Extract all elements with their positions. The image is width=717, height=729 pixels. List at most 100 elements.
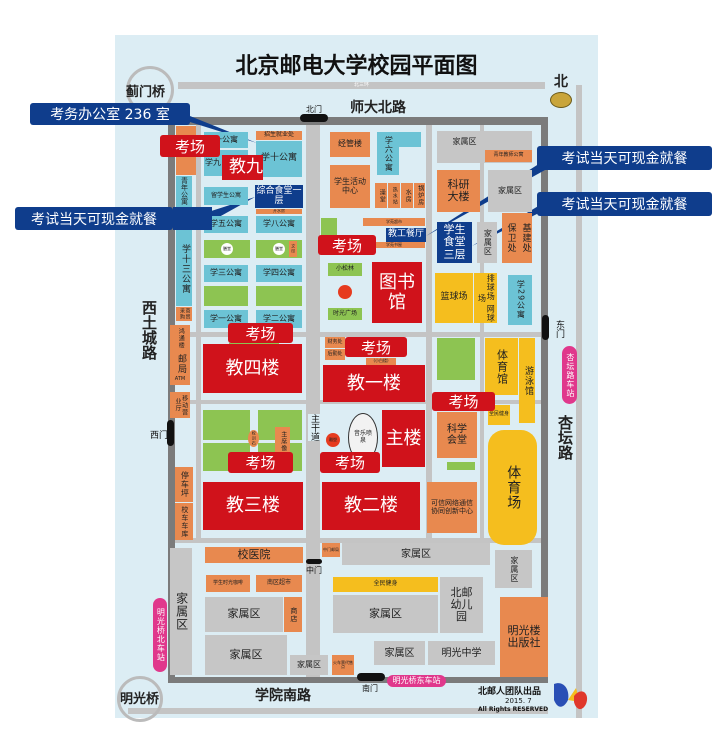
chairman-statue[interactable]: 主席像 [275,427,290,455]
building-innovation[interactable]: 可信网络通信协同创新中心 [427,482,477,533]
residential-area[interactable]: 家属区 [205,635,287,675]
building-caiwu[interactable]: 财务处 [325,337,345,348]
building-xueyuan-books[interactable]: 学苑书屋 [363,242,425,248]
building-xue3[interactable]: 学三公寓 [204,265,248,282]
inner-road [175,332,541,337]
volleyball-court[interactable]: 排球场 网球场 [474,273,497,323]
building-cafe[interactable]: 学生时光咖啡 [206,575,250,592]
building-liuxuesheng[interactable]: 留学生公寓 [204,187,248,205]
building-jiao1[interactable]: 教一楼 [323,365,425,402]
road-east: 杏坛路 [556,415,574,460]
building-jiao4[interactable]: 教四楼 [203,344,302,393]
building-library[interactable]: 图书馆 [372,262,422,323]
building-jiao2[interactable]: 教二楼 [322,482,420,530]
building-xue8[interactable]: 学八公寓 [256,216,302,233]
building-gym[interactable]: 体育馆 [485,338,518,395]
building-qingnian[interactable]: 青年公寓 [176,176,192,206]
building-shangmao[interactable]: 商贸采购 [176,307,192,321]
residential-area[interactable]: 家属区 [205,597,283,632]
mingguang-school[interactable]: 明光中学 [428,641,495,665]
building-zonghe-canteen[interactable]: 综合食堂一层 [255,185,303,208]
building-qingnian-jiaoshi[interactable]: 青年教师公寓 [485,150,532,162]
residential-area[interactable]: 家属区 [342,543,490,565]
callout-cash-dining-right-2: 考试当天可现金就餐 [537,192,712,216]
basketball-court[interactable]: 篮球场 [435,273,473,323]
building-jijian[interactable]: 基建处 [517,213,532,263]
south-gate[interactable] [357,673,385,681]
building-hongtong[interactable]: 鸿通楼 [170,325,190,352]
building-xiaobai[interactable]: (小白楼) [366,358,396,365]
residential-area[interactable]: 家属区 [488,170,532,212]
green-area [204,286,248,306]
building-south-market[interactable]: 南区超市 [256,575,302,592]
residential-area[interactable]: 家属区 [170,548,192,675]
stadium[interactable]: 体育场 [488,430,537,545]
callout-cash-dining-right-1: 考试当天可现金就餐 [537,146,712,170]
building-keyan[interactable]: 科研大楼 [437,170,480,212]
building-post[interactable]: 邮局 [170,352,190,375]
east-gate[interactable] [542,315,549,340]
building-guolu[interactable]: 锅炉房 [414,183,425,208]
residential-area[interactable]: 家属区 [495,550,532,588]
building-houqin[interactable]: 后勤处 [325,349,345,360]
building-shop[interactable]: 商店 [284,597,302,632]
building-reshui[interactable]: 热水站 [388,183,400,208]
building-shuifang[interactable]: 水房 [401,183,413,208]
building-wenyin[interactable]: 文印 [289,241,297,257]
building-pool[interactable]: 游泳馆 [519,338,535,423]
building-jiao9[interactable]: 教九 [222,155,263,180]
sculpture[interactable]: 雕塑 [326,433,340,447]
building-jiao3[interactable]: 教三楼 [203,482,303,530]
building-xueyuan-store[interactable]: 学苑超市 [363,218,425,226]
callout-cash-dining-left: 考试当天可现金就餐 [15,207,173,230]
building-atm[interactable]: ATM [170,375,190,385]
bus-stop-mingguang-north[interactable]: 明光桥北车站 [153,598,167,672]
building-xue10[interactable]: 学十公寓 [256,141,302,177]
residential-area[interactable]: 家属区 [477,222,497,263]
building-xue4[interactable]: 学四公寓 [256,265,302,282]
building-kaishuifang[interactable]: 开水房 [256,209,302,214]
building-parking[interactable]: 停车坪 [175,467,193,502]
shantang-1[interactable]: 膳堂 [221,243,233,255]
shiguang-square[interactable]: 时光广场 [328,308,362,320]
shantang-2[interactable]: 膳堂 [273,243,285,255]
building-student-canteen[interactable]: 学生食堂三层 [437,222,472,263]
building-jiaogong-canteen[interactable]: 教工餐厅 [386,228,426,242]
south-gate-label: 南门 [362,684,378,693]
building-xue13[interactable]: 学十三公寓 [176,232,192,306]
building-mobile[interactable]: 移动营业厅 [170,392,190,418]
east-road [576,85,582,718]
building-baowei[interactable]: 保卫处 [502,213,517,263]
residential-area[interactable]: 家属区 [374,641,425,665]
building-zhaosheng[interactable]: 招生就业处 [256,131,302,140]
xiaoxun-stone[interactable]: 校训石 [248,430,259,447]
building-jingguan[interactable]: 经管楼 [330,132,370,157]
north-gate[interactable] [300,114,328,122]
residential-area[interactable]: 家属区 [290,655,328,675]
xiaosonglin[interactable]: 小松林 [328,263,362,276]
building-publisher[interactable]: 明光楼出版社 [500,597,548,677]
building-xue6-wing [399,132,421,147]
building-xue29[interactable]: 学29公寓 [508,275,532,325]
building-zaotang[interactable]: 澡堂 [375,183,387,208]
building-xue6[interactable]: 学六公寓 [377,132,399,175]
fitness-area-2[interactable]: 全民健身 [333,577,438,592]
kindergarten[interactable]: 北邮幼儿园 [440,577,483,633]
inner-road [175,538,541,543]
building-xue5[interactable]: 学五公寓 [204,216,248,233]
residential-area[interactable]: 家属区 [333,595,438,633]
west-gate-label: 西门 [150,431,169,441]
building-train-ticket[interactable]: 火车票代售点 [332,655,354,675]
building-hospital[interactable]: 校医院 [205,547,303,563]
west-gate[interactable] [167,420,174,446]
middle-gate[interactable] [306,559,322,564]
building-main[interactable]: 主楼 [382,410,425,467]
building-huodong[interactable]: 学生活动中心 [330,165,370,208]
exam-tag: 考场 [160,135,220,157]
inner-road [175,400,541,404]
building-middle-post[interactable]: 中门邮局 [322,543,340,557]
bus-stop-mingguang-east[interactable]: 明光桥东车站 [387,675,446,687]
bus-stop-xingtan[interactable]: 杏坛路车站 [562,346,577,404]
building-science-hall[interactable]: 科学会堂 [437,412,477,458]
building-bus-garage[interactable]: 校车车库 [175,503,193,540]
